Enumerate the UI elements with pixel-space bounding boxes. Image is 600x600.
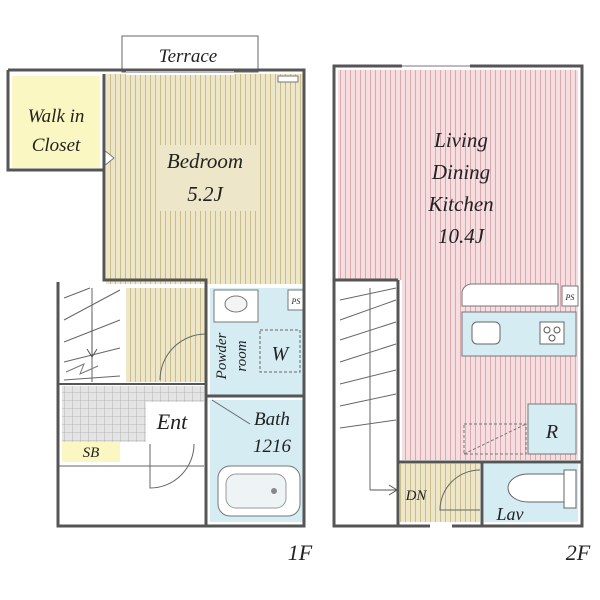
- pipe-space-label-1f: PS: [291, 297, 301, 306]
- powder-room-label: Powder: [214, 333, 230, 381]
- walk-in-closet-area: [12, 76, 100, 168]
- ldk-label-dining: Dining: [431, 160, 490, 184]
- terrace-label: Terrace: [159, 46, 217, 67]
- kitchen-storage: [463, 423, 527, 455]
- refrigerator: [527, 403, 577, 455]
- burner-icon: [553, 326, 561, 334]
- ldk-size-label: 10.4J: [438, 224, 486, 248]
- lavatory-label: Lav: [496, 504, 524, 524]
- powder-room-label-2: room: [234, 340, 250, 371]
- hallway-1f: [126, 288, 206, 382]
- wash-basin-bowl: [224, 295, 248, 313]
- stair-arrow-1f: [86, 312, 98, 358]
- floor-1f-label: 1F: [288, 540, 313, 565]
- walk-in-closet-label: Walk in: [28, 106, 85, 127]
- bedroom-label-backdrop: [156, 145, 256, 211]
- washer-space: [259, 329, 301, 373]
- kitchen-sink: [471, 321, 501, 345]
- pipe-space-label-2f: PS: [565, 293, 575, 302]
- shoe-box-label: SB: [83, 445, 100, 461]
- entrance-label: Ent: [156, 409, 188, 434]
- toilet-tank: [563, 469, 577, 509]
- entrance-door-swing: [149, 443, 195, 489]
- ldk-label-living: Living: [433, 128, 488, 152]
- bathtub-inner: [225, 473, 287, 509]
- walk-in-closet-label-2: Closet: [32, 135, 81, 156]
- lavatory-door-swing: [439, 469, 481, 511]
- window-vent: [277, 75, 299, 83]
- bath-size-label: 1216: [253, 436, 292, 457]
- bedroom-size-label: 5.2J: [187, 182, 224, 206]
- powder-door-swing: [159, 333, 207, 381]
- shoe-box: [62, 442, 120, 462]
- stair-steps-2f: [339, 287, 397, 490]
- burner-icon: [543, 326, 551, 334]
- burner-icon: [548, 334, 556, 342]
- terrace-area: [121, 35, 259, 73]
- down-label: DN: [405, 488, 428, 504]
- pipe-space-2f: [561, 285, 579, 307]
- stair-break-line: [65, 363, 99, 375]
- stair-arrow-2f: [370, 484, 398, 496]
- washer-label: W: [272, 343, 291, 365]
- ldk-label-kitchen: Kitchen: [427, 192, 493, 216]
- floor-1: Terrace Bedroom 5.2J Walk in Closet UP E…: [6, 35, 313, 565]
- refrigerator-label: R: [545, 421, 558, 443]
- closet-door-swing: [103, 149, 115, 167]
- walls-1f: [6, 68, 306, 528]
- bath-door-swing: [211, 399, 251, 425]
- floor-2: Living Dining Kitchen 10.4J PS R DN Lav: [332, 64, 591, 565]
- kitchen-wall-shelf: [461, 283, 559, 307]
- bedroom-label: Bedroom: [167, 149, 243, 173]
- inner-walls-2f: [334, 278, 582, 526]
- entrance-label-backdrop: [146, 402, 204, 442]
- bathtub-drain: [271, 488, 277, 494]
- floor-2f-label: 2F: [566, 540, 591, 565]
- bath-label: Bath: [254, 409, 290, 430]
- hallway-2f: [400, 464, 480, 522]
- outer-walls-2f: [332, 64, 584, 528]
